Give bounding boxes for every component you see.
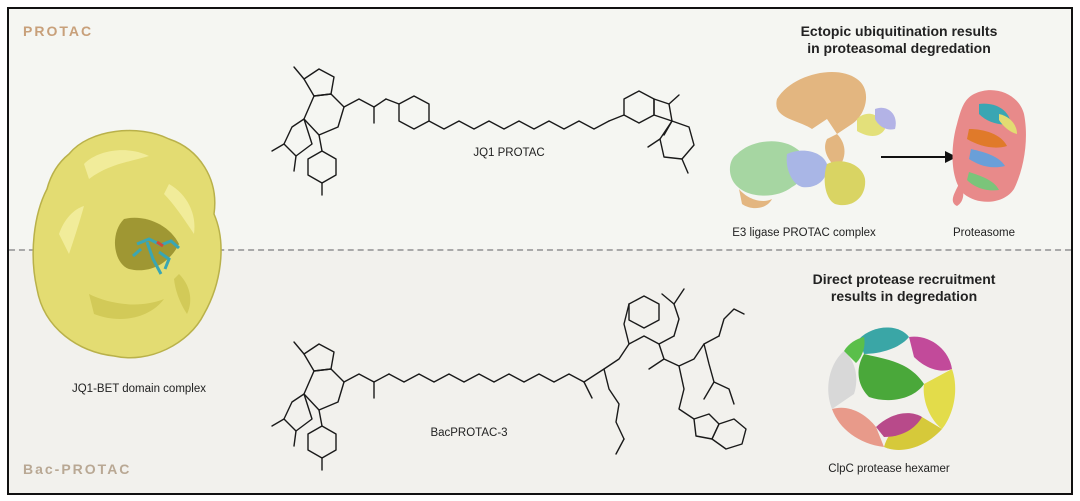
panel-divider xyxy=(9,249,1071,251)
jq1-protac-structure xyxy=(271,66,695,196)
protac-section-label: PROTAC xyxy=(23,23,94,39)
protac-heading-line-2: in proteasomal degredation xyxy=(807,40,991,56)
bacprotac-caption: BacPROTAC-3 xyxy=(430,427,508,439)
bet-domain-protein-surface xyxy=(32,129,222,359)
protac-heading-line-1: Ectopic ubiquitination results xyxy=(800,23,998,39)
bacprotac-heading-line-2: results in degredation xyxy=(830,288,978,304)
e3-ligase-protac-complex xyxy=(729,71,896,209)
jq1-protac-caption: JQ1 PROTAC xyxy=(473,147,545,159)
figure-frame: PROTAC Bac-PROTAC JQ1-BET domain complex xyxy=(7,7,1073,495)
clpc-protease-hexamer xyxy=(828,327,956,450)
bacprotac-heading-line-1: Direct protease recruitment xyxy=(812,271,996,287)
e3-complex-caption: E3 ligase PROTAC complex xyxy=(732,227,876,239)
clpc-caption: ClpC protease hexamer xyxy=(828,463,950,475)
bacprotac-section-label: Bac-PROTAC xyxy=(23,461,132,477)
bacprotac-3-structure xyxy=(271,288,747,471)
proteasome-caption: Proteasome xyxy=(952,227,1015,239)
degradation-arrow xyxy=(881,151,957,163)
bacprotac-heading: Direct protease recruitment results in d… xyxy=(779,271,1029,305)
protac-heading: Ectopic ubiquitination results in protea… xyxy=(769,23,1029,57)
bet-complex-caption: JQ1-BET domain complex xyxy=(71,383,206,395)
proteasome-structure xyxy=(952,90,1026,206)
